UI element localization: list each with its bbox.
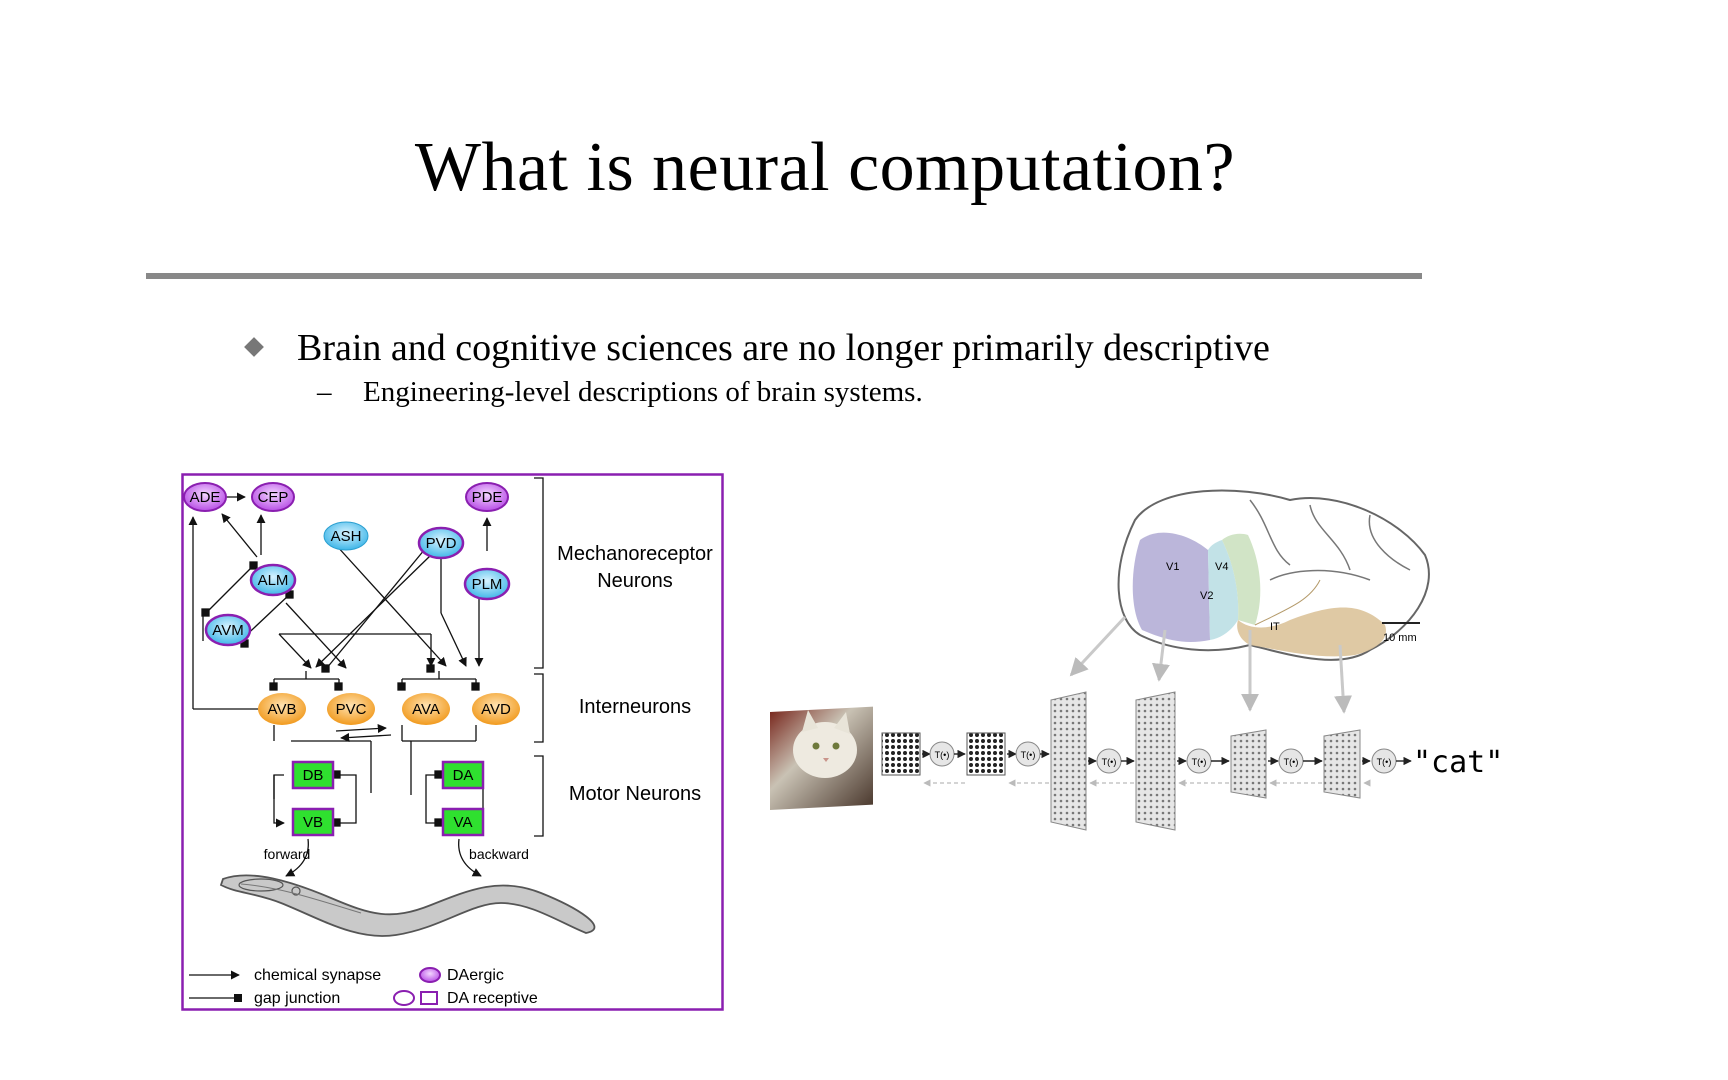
- legend-da-receptive-oval-icon: [393, 990, 415, 1006]
- neuron-vb: [291, 807, 335, 837]
- neuron-ade: [183, 482, 227, 512]
- layer-3-block: [1050, 691, 1087, 831]
- neuron-plm: [463, 567, 511, 601]
- area-it-region: [1237, 607, 1386, 657]
- neuron-cep-label: CEP: [258, 489, 289, 506]
- legend-gap-junction: gap junction: [254, 990, 340, 1007]
- sub-bullet-dash: –: [317, 376, 332, 408]
- neuron-avb: [258, 693, 306, 725]
- op-2-label: T(•): [1021, 750, 1036, 760]
- op-3-label: T(•): [1102, 757, 1117, 767]
- neuron-da: [441, 760, 485, 790]
- motor-neurons: DB VB DA VA: [291, 760, 485, 837]
- legend-da-receptive: DA receptive: [447, 990, 538, 1007]
- sensory-neurons: ADE CEP PDE ASH PVD ALM PLM AVM: [183, 482, 511, 647]
- worm-circuit-figure: ADE CEP PDE ASH PVD ALM PLM AVM AVB PVC …: [181, 473, 724, 1011]
- worm-drawing-icon: [219, 874, 596, 937]
- legend-gap-icon: [234, 994, 242, 1002]
- neuron-pvd-label: PVD: [426, 535, 457, 552]
- layer-1-block: [881, 732, 921, 776]
- legend-chemical-synapse: chemical synapse: [254, 967, 381, 984]
- sub-bullet-text: Engineering-level descriptions of brain …: [363, 376, 923, 408]
- circuit-wires: [188, 477, 544, 877]
- op-6-label: T(•): [1377, 757, 1392, 767]
- area-it-label: IT: [1270, 621, 1280, 633]
- neuron-db-label: DB: [303, 767, 324, 784]
- group-interneurons: Interneurons: [579, 696, 691, 718]
- group-mechanoreceptor-line1: Mechanoreceptor: [557, 543, 713, 565]
- op-4-label: T(•): [1192, 757, 1207, 767]
- neuron-ade-label: ADE: [190, 489, 221, 506]
- neuron-plm-label: PLM: [472, 576, 503, 593]
- neuron-pvc: [327, 693, 375, 725]
- neuron-pde-label: PDE: [472, 489, 503, 506]
- bullet-text: Brain and cognitive sciences are no long…: [297, 327, 1270, 369]
- neuron-vb-label: VB: [303, 814, 323, 831]
- op-5-label: T(•): [1284, 757, 1299, 767]
- legend-daergic: DAergic: [447, 967, 504, 984]
- slide-title: What is neural computation?: [414, 129, 1236, 206]
- neuron-ash-label: ASH: [331, 528, 362, 545]
- area-v4-region: [1222, 533, 1261, 625]
- legend-da-receptive-square-icon: [420, 991, 438, 1005]
- neuron-pde: [465, 482, 509, 512]
- neuron-avd: [472, 693, 520, 725]
- area-v1-region: [1132, 532, 1210, 642]
- neuron-cep: [251, 482, 295, 512]
- monkey-brain-drawing: V1 V2 V4 IT 10 mm: [1117, 489, 1430, 661]
- title-divider: [146, 273, 1422, 279]
- neuron-ava-label: AVA: [412, 701, 440, 718]
- output-label: "cat": [1413, 745, 1503, 780]
- neuron-pvd: [417, 526, 465, 560]
- area-mapping-arrows: [1069, 615, 1353, 714]
- scale-bar-label: 10 mm: [1383, 632, 1417, 644]
- layer-4-block: [1135, 691, 1176, 831]
- neuron-alm: [249, 563, 297, 597]
- area-v1-label: V1: [1166, 561, 1179, 573]
- neuron-db: [291, 760, 335, 790]
- bullet-item: Brain and cognitive sciences are no long…: [244, 326, 1270, 370]
- group-motor-neurons: Motor Neurons: [569, 783, 701, 805]
- neuron-alm-label: ALM: [258, 572, 289, 589]
- group-mechanoreceptor-line2: Neurons: [597, 570, 673, 592]
- neuron-avm: [204, 613, 252, 647]
- op-1-label: T(•): [935, 750, 950, 760]
- neuron-avd-label: AVD: [481, 701, 511, 718]
- diamond-bullet-icon: [244, 337, 264, 357]
- neuron-pvc-label: PVC: [336, 701, 367, 718]
- legend-daergic-icon: [419, 967, 441, 983]
- neuron-va-label: VA: [454, 814, 473, 831]
- sub-bullet-item: –Engineering-level descriptions of brain…: [317, 376, 923, 409]
- neuron-da-label: DA: [453, 767, 474, 784]
- cnn-pipeline: T(•) T(•) T(•) T(•) T(•) T(•): [881, 691, 1503, 831]
- neuron-ava: [402, 693, 450, 725]
- forward-label: forward: [264, 846, 311, 862]
- layer-6-block: [1323, 729, 1361, 799]
- visual-stream-figure: V1 V2 V4 IT 10 mm T(•) T(•) T(•): [770, 489, 1503, 831]
- cat-input-image: [770, 706, 873, 810]
- neuron-ash: [323, 521, 369, 551]
- backward-label: backward: [469, 846, 529, 862]
- layer-2-block: [966, 732, 1006, 776]
- neuron-avb-label: AVB: [268, 701, 297, 718]
- interneurons: AVB PVC AVA AVD: [258, 693, 520, 725]
- area-v4-label: V4: [1215, 561, 1228, 573]
- area-v2-label: V2: [1200, 590, 1213, 602]
- figure-frame: [181, 473, 724, 1011]
- layer-5-block: [1230, 729, 1267, 799]
- neuron-va: [441, 807, 485, 837]
- neuron-avm-label: AVM: [212, 622, 243, 639]
- area-v2-region: [1208, 540, 1239, 640]
- figure-legend: chemical synapse gap junction DAergic DA…: [189, 967, 538, 1007]
